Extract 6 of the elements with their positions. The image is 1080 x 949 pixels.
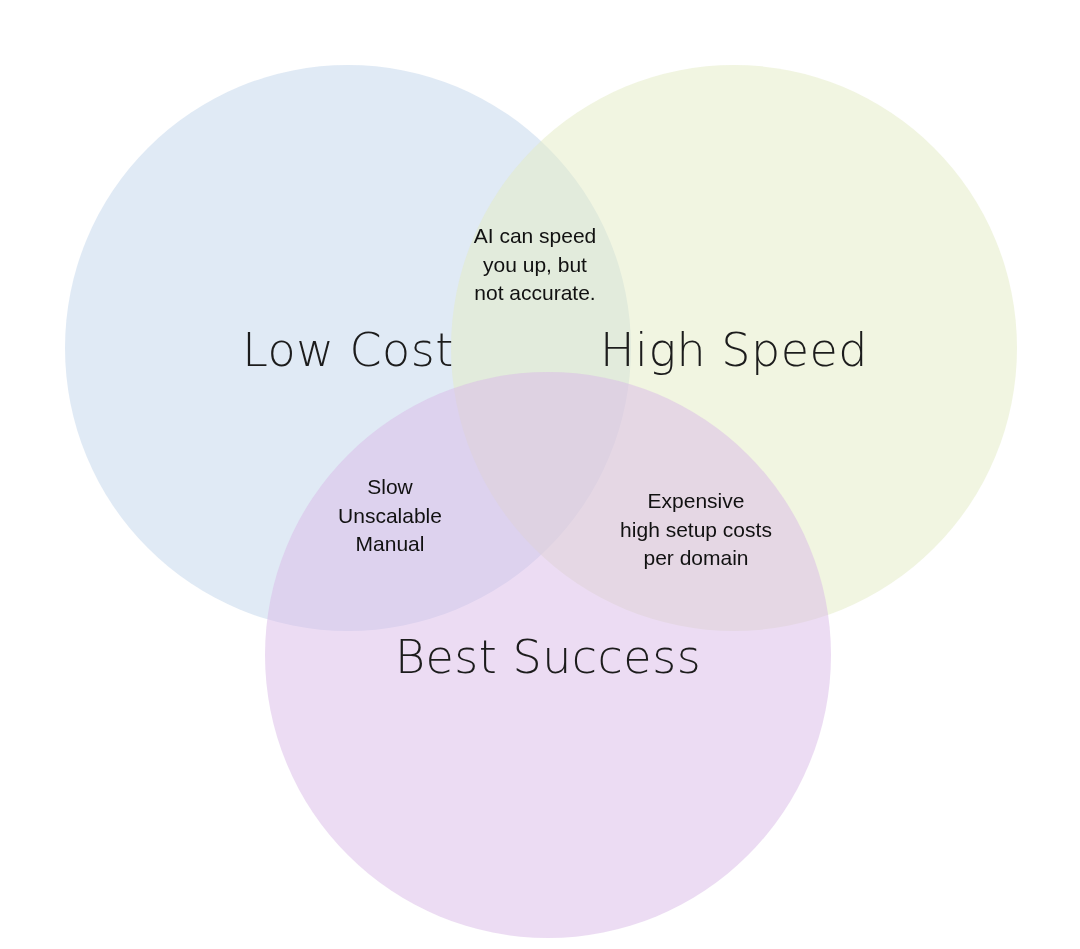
circle-title: High Speed <box>600 323 868 377</box>
circle-title: Best Success <box>394 630 702 684</box>
circle-title: Low Cost <box>242 323 454 377</box>
overlap-note: Slow Unscalable Manual <box>338 474 442 557</box>
overlap-note: Expensive high setup costs per domain <box>620 488 772 571</box>
overlap-note: AI can speed you up, but not accurate. <box>473 223 597 306</box>
